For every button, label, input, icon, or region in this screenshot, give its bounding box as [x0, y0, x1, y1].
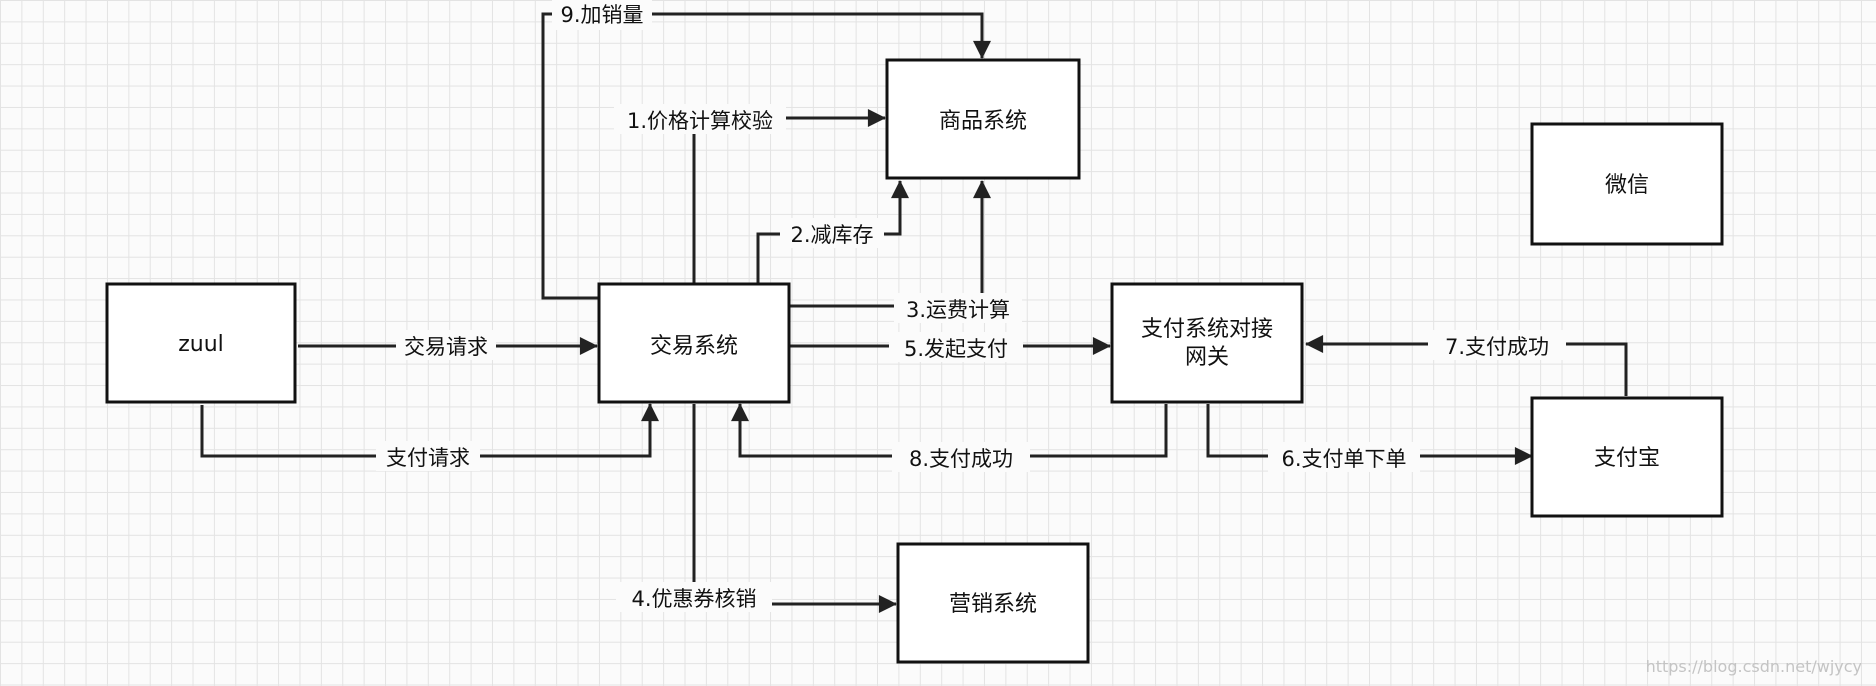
- box-trade-system: 交易系统: [597, 282, 791, 404]
- watermark-text: https://blog.csdn.net/wjycy: [1646, 657, 1862, 676]
- svg-text:6.支付单下单: 6.支付单下单: [1281, 447, 1406, 471]
- svg-text:2.减库存: 2.减库存: [790, 223, 873, 247]
- label-pay-success-8: 8.支付成功: [892, 442, 1030, 472]
- label-freight-calc: 3.运费计算: [894, 293, 1022, 323]
- label-pay-order: 6.支付单下单: [1268, 442, 1420, 472]
- svg-text:营销系统: 营销系统: [949, 592, 1037, 617]
- svg-text:7.支付成功: 7.支付成功: [1445, 335, 1549, 359]
- svg-text:8.支付成功: 8.支付成功: [909, 447, 1013, 471]
- label-trade-request: 交易请求: [396, 330, 496, 360]
- label-initiate-payment: 5.发起支付: [889, 332, 1023, 362]
- edge-price-check: [692, 109, 886, 284]
- svg-text:网关: 网关: [1185, 345, 1229, 370]
- svg-text:商品系统: 商品系统: [939, 109, 1027, 134]
- box-wechat: 微信: [1530, 122, 1724, 246]
- label-pay-success-7: 7.支付成功: [1428, 330, 1566, 360]
- edge-pay-success-7: [1305, 335, 1628, 396]
- label-reduce-stock: 2.减库存: [780, 218, 884, 248]
- box-alipay: 支付宝: [1530, 396, 1724, 518]
- box-zuul: zuul: [105, 282, 297, 404]
- label-coupon-writeoff: 4.优惠券核销: [616, 582, 772, 612]
- svg-text:交易请求: 交易请求: [404, 335, 488, 359]
- svg-text:zuul: zuul: [178, 332, 224, 357]
- svg-text:微信: 微信: [1605, 173, 1649, 198]
- label-add-sales: 9.加销量: [552, 0, 652, 30]
- svg-text:支付系统对接: 支付系统对接: [1141, 317, 1273, 342]
- edge-coupon-writeoff: [692, 404, 897, 613]
- edge-pay-order: [1206, 404, 1533, 465]
- svg-text:4.优惠券核销: 4.优惠券核销: [631, 587, 756, 611]
- svg-text:交易系统: 交易系统: [650, 334, 738, 359]
- svg-text:支付请求: 支付请求: [386, 446, 470, 470]
- label-pay-request: 支付请求: [376, 441, 480, 471]
- svg-text:支付宝: 支付宝: [1594, 446, 1660, 471]
- svg-text:5.发起支付: 5.发起支付: [904, 337, 1008, 361]
- box-marketing-system: 营销系统: [896, 542, 1090, 664]
- edge-add-sales: [541, 12, 991, 300]
- label-price-check: 1.价格计算校验: [614, 104, 786, 134]
- svg-text:9.加销量: 9.加销量: [560, 3, 643, 27]
- box-payment-gateway: 支付系统对接 网关: [1110, 282, 1304, 404]
- svg-text:1.价格计算校验: 1.价格计算校验: [627, 109, 773, 133]
- svg-text:3.运费计算: 3.运费计算: [906, 298, 1010, 322]
- box-product-system: 商品系统: [885, 58, 1081, 180]
